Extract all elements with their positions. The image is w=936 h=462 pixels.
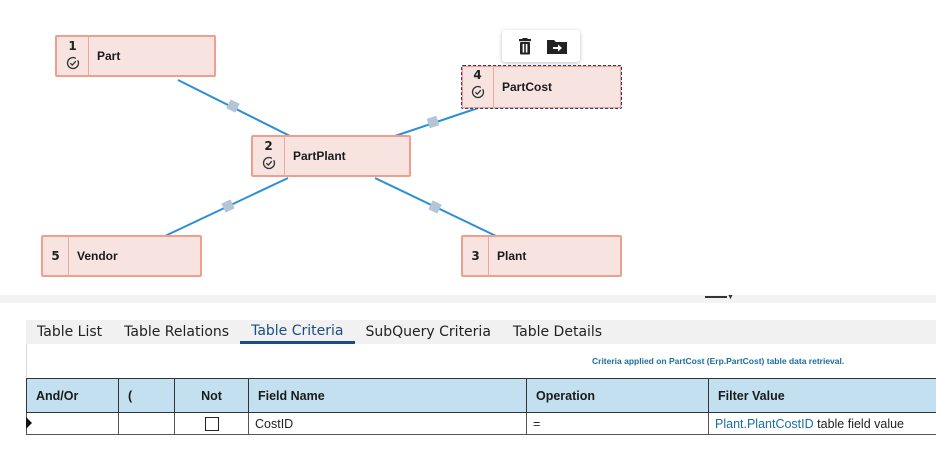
column-header-field-name[interactable]: Field Name <box>248 378 527 413</box>
check-circle-icon <box>66 56 79 70</box>
chevron-down-icon[interactable]: ▼ <box>727 294 734 301</box>
and-or-cell[interactable] <box>26 412 119 435</box>
paren-cell[interactable] <box>118 412 175 435</box>
check-circle-icon <box>471 85 484 99</box>
table-node-partplant[interactable]: 2 PartPlant <box>251 135 411 177</box>
filter-value-link[interactable]: Plant.PlantCostID <box>715 416 814 431</box>
tab-table-list[interactable]: Table List <box>37 324 103 340</box>
grid-header-row: And/Or ( Not Field Name Operation Filter… <box>26 378 936 413</box>
node-title: PartPlant <box>293 149 346 163</box>
criteria-info-panel: Criteria applied on PartCost (Erp.PartCo… <box>26 344 936 378</box>
not-cell[interactable] <box>174 412 249 435</box>
table-node-vendor[interactable]: 5 Vendor <box>41 235 202 277</box>
not-checkbox[interactable] <box>204 416 219 431</box>
node-number-box: 2 <box>253 137 285 175</box>
table-node-partcost[interactable]: 4 PartCost <box>461 65 622 109</box>
splitter-grip[interactable] <box>705 296 727 298</box>
node-number: 3 <box>471 248 480 263</box>
table-node-part[interactable]: 1 Part <box>55 35 216 77</box>
column-header-paren[interactable]: ( <box>118 378 175 413</box>
filter-value-cell[interactable]: Plant.PlantCostID table field value <box>708 412 936 435</box>
node-title: PartCost <box>502 80 553 94</box>
filter-value-suffix: table field value <box>813 416 905 431</box>
node-number: 4 <box>473 68 482 82</box>
column-header-operation[interactable]: Operation <box>526 378 709 413</box>
node-toolbar <box>502 30 580 62</box>
node-number: 1 <box>68 39 77 53</box>
link-part-partplant[interactable] <box>177 79 291 137</box>
column-header-not[interactable]: Not <box>174 378 249 413</box>
tab-table-criteria[interactable]: Table Criteria <box>240 320 355 344</box>
node-number: 2 <box>264 139 273 153</box>
column-header-filter-value[interactable]: Filter Value <box>708 378 936 413</box>
field-name-cell[interactable]: CostID <box>248 412 527 435</box>
criteria-info-text: Criteria applied on PartCost (Erp.PartCo… <box>592 356 845 366</box>
tab-subquery-criteria[interactable]: SubQuery Criteria <box>365 324 491 340</box>
check-circle-icon <box>262 156 275 170</box>
column-header-and-or[interactable]: And/Or <box>26 378 119 413</box>
link-partplant-partcost[interactable] <box>394 107 479 137</box>
criteria-grid: And/Or ( Not Field Name Operation Filter… <box>26 378 936 435</box>
link-partplant-plant[interactable] <box>374 177 497 237</box>
tab-table-details[interactable]: Table Details <box>512 324 603 340</box>
node-title: Part <box>97 49 121 63</box>
trash-icon[interactable] <box>514 35 536 57</box>
node-number: 5 <box>51 248 60 263</box>
table-row[interactable]: CostID = Plant.PlantCostID table field v… <box>26 412 936 435</box>
current-row-indicator-icon <box>26 417 32 429</box>
node-number-box: 5 <box>43 237 69 275</box>
node-title: Plant <box>497 249 527 263</box>
node-number-box: 1 <box>57 37 89 75</box>
link-partplant-vendor[interactable] <box>164 177 289 237</box>
table-node-plant[interactable]: 3 Plant <box>461 235 622 277</box>
node-number-box: 4 <box>462 66 494 108</box>
diagram-canvas[interactable]: 1 Part 2 PartPlant 4 PartCost 5 Vendor <box>0 0 936 295</box>
relation-links <box>164 79 497 237</box>
panel-splitter[interactable]: ▼ <box>0 294 936 303</box>
folder-move-icon[interactable] <box>546 35 568 57</box>
node-title: Vendor <box>77 249 118 263</box>
node-number-box: 3 <box>463 237 489 275</box>
tab-bar: Table List Table Relations Table Criteri… <box>26 320 936 344</box>
operation-cell[interactable]: = <box>526 412 709 435</box>
tab-table-relations[interactable]: Table Relations <box>124 324 230 340</box>
